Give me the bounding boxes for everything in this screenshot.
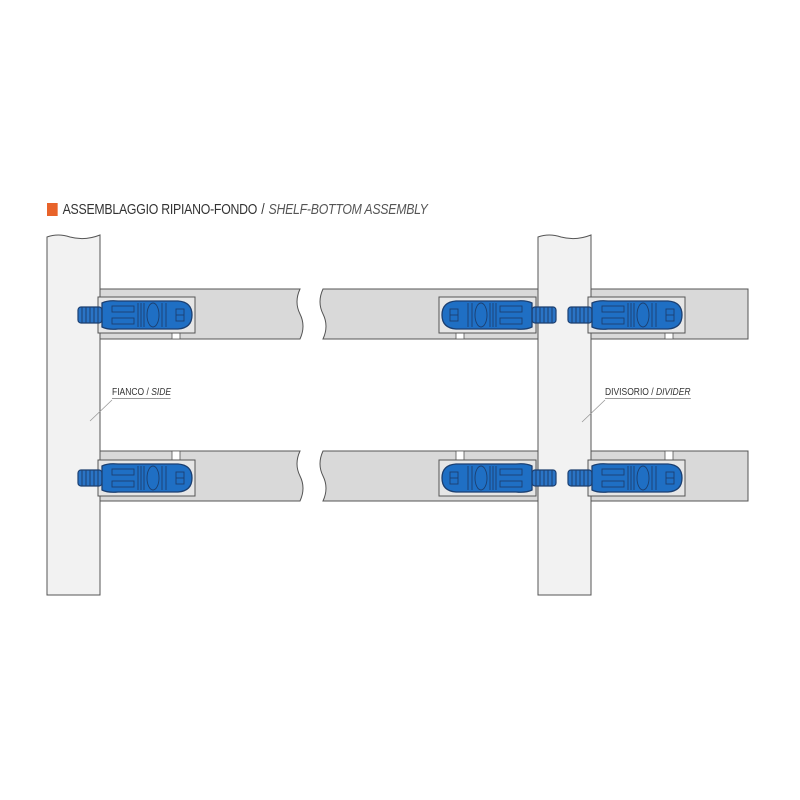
divider-leader-line (581, 399, 606, 423)
title-translation: SHELF-BOTTOM ASSEMBLY (268, 201, 428, 218)
divider-label-translation: DIVIDER (656, 387, 691, 398)
side-label-main: FIANCO (112, 387, 145, 398)
divider-label-separator: / (648, 387, 657, 398)
side-label-separator: / (144, 387, 152, 398)
section-title: ASSEMBLAGGIO RIPIANO-FONDO / SHELF-BOTTO… (47, 201, 428, 218)
divider-panel (537, 234, 592, 596)
divider-label-main: DIVISORIO (605, 387, 649, 398)
orange-square-icon (47, 203, 58, 216)
divider-label: DIVISORIO / DIVIDER (605, 387, 691, 399)
side-leader-line (89, 399, 113, 422)
pin (455, 450, 465, 461)
side-label: FIANCO / SIDE (112, 387, 172, 399)
side-label-translation: SIDE (151, 387, 172, 398)
title-separator: / (261, 201, 265, 218)
title-main: ASSEMBLAGGIO RIPIANO-FONDO (62, 201, 258, 218)
side-panel (46, 234, 101, 596)
pin (664, 450, 674, 461)
pin (171, 450, 181, 461)
